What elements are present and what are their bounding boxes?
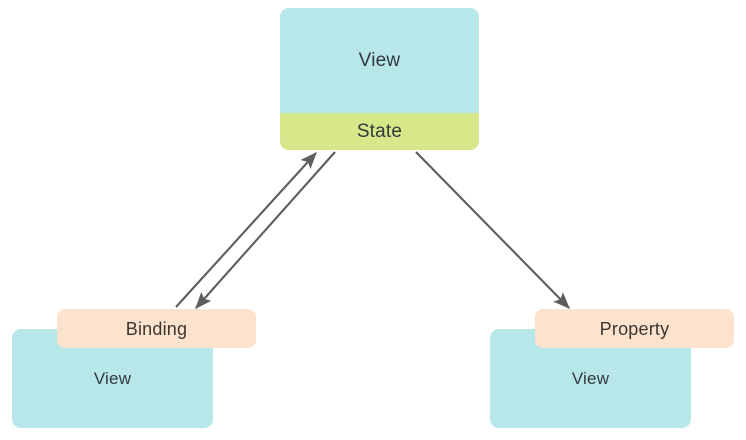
edge-binding-to-state	[175, 152, 317, 308]
property-label: Property	[599, 318, 670, 339]
binding-badge[interactable]: Binding	[57, 309, 256, 348]
top-view-state-card[interactable]: View State	[280, 8, 479, 150]
state-section[interactable]: State	[280, 113, 479, 150]
binding-label: Binding	[125, 318, 188, 339]
top-view-section[interactable]: View	[280, 8, 479, 113]
state-label: State	[356, 121, 403, 142]
edge-state-to-property	[415, 151, 570, 309]
edge-state-to-binding	[195, 151, 336, 309]
property-badge[interactable]: Property	[535, 309, 734, 348]
top-view-label: View	[358, 50, 401, 71]
right-view-label: View	[571, 369, 610, 388]
left-view-label: View	[93, 369, 132, 388]
